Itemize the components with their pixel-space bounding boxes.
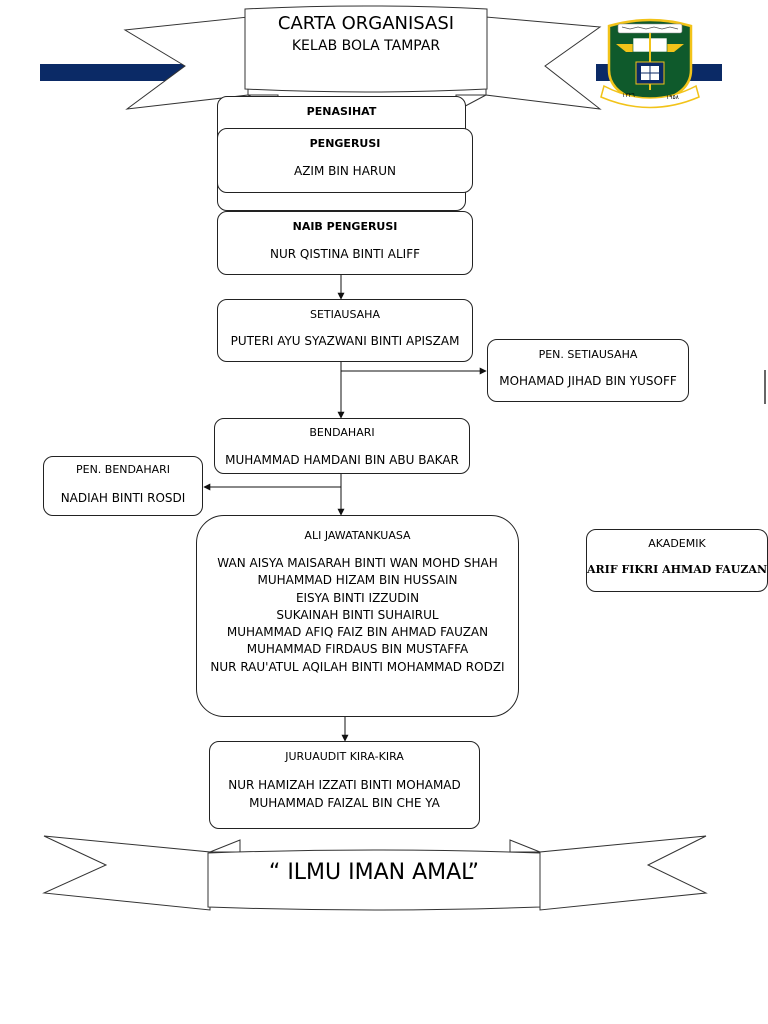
- page-title: CARTA ORGANISASI: [277, 13, 455, 34]
- juruaudit-member: MUHAMMAD FAIZAL BIN CHE YA: [249, 796, 440, 810]
- box-juruaudit: JURUAUDIT KIRA-KIRA NUR HAMIZAH IZZATI B…: [209, 741, 480, 829]
- ajk-members-list: WAN AISYA MAISARAH BINTI WAN MOHD SHAH M…: [197, 555, 518, 676]
- role-pen-setiausaha: PEN. SETIAUSAHA: [538, 348, 638, 361]
- page-subtitle: KELAB BOLA TAMPAR: [291, 38, 441, 54]
- role-setiausaha: SETIAUSAHA: [310, 308, 380, 321]
- header-stripe-left: [40, 64, 188, 81]
- footer-ribbon: [42, 835, 708, 911]
- box-pen-setiausaha: PEN. SETIAUSAHA MOHAMAD JIHAD BIN YUSOFF: [487, 339, 689, 402]
- role-naib-pengerusi: NAIB PENGERUSI: [292, 220, 398, 233]
- box-akademik: AKADEMIK ARIF FIKRI AHMAD FAUZAN: [586, 529, 768, 592]
- header-ribbon: [123, 5, 602, 112]
- box-pengerusi: PENGERUSI AZIM BIN HARUN: [217, 128, 473, 193]
- crest-banner-right: ١٩٥٨: [666, 94, 680, 101]
- ajk-member: MUHAMMAD FIRDAUS BIN MUSTAFFA: [246, 642, 469, 657]
- role-ajk: ALI JAWATANKUASA: [304, 529, 411, 542]
- role-akademik: AKADEMIK: [648, 537, 706, 550]
- box-setiausaha: SETIAUSAHA PUTERI AYU SYAZWANI BINTI API…: [217, 299, 473, 362]
- role-pengerusi: PENGERUSI: [309, 137, 381, 150]
- name-setiausaha: PUTERI AYU SYAZWANI BINTI APISZAM: [230, 334, 460, 348]
- role-penasihat: PENASIHAT: [306, 105, 377, 118]
- role-juruaudit: JURUAUDIT KIRA-KIRA: [285, 750, 404, 763]
- school-crest-icon: [600, 18, 700, 109]
- name-pen-bendahari: NADIAH BINTI ROSDI: [60, 491, 186, 505]
- box-naib-pengerusi: NAIB PENGERUSI NUR QISTINA BINTI ALIFF: [217, 211, 473, 275]
- role-bendahari: BENDAHARI: [309, 426, 375, 439]
- box-pen-bendahari: PEN. BENDAHARI NADIAH BINTI ROSDI: [43, 456, 203, 516]
- role-pen-bendahari: PEN. BENDAHARI: [75, 463, 170, 476]
- box-ajk: ALI JAWATANKUASA WAN AISYA MAISARAH BINT…: [196, 515, 519, 717]
- crest-banner-left: ١٣٢٦: [622, 92, 635, 99]
- ajk-member: EISYA BINTI IZZUDIN: [295, 590, 420, 605]
- name-akademik: ARIF FIKRI AHMAD FAUZAN: [587, 563, 768, 576]
- juruaudit-member: NUR HAMIZAH IZZATI BINTI MOHAMAD: [228, 778, 461, 792]
- name-pengerusi: AZIM BIN HARUN: [293, 164, 397, 178]
- juruaudit-members-list: NUR HAMIZAH IZZATI BINTI MOHAMAD MUHAMMA…: [210, 776, 479, 812]
- box-bendahari: BENDAHARI MUHAMMAD HAMDANI BIN ABU BAKAR: [214, 418, 470, 474]
- name-naib-pengerusi: NUR QISTINA BINTI ALIFF: [269, 247, 421, 261]
- ajk-member: NUR RAU'ATUL AQILAH BINTI MOHAMMAD RODZI: [210, 659, 505, 674]
- ajk-member: MUHAMMAD AFIQ FAIZ BIN AHMAD FAUZAN: [226, 625, 489, 640]
- ajk-member: MUHAMMAD HIZAM BIN HUSSAIN: [257, 573, 458, 588]
- ajk-member: WAN AISYA MAISARAH BINTI WAN MOHD SHAH: [217, 556, 498, 570]
- name-bendahari: MUHAMMAD HAMDANI BIN ABU BAKAR: [225, 453, 459, 467]
- motto-text: “ ILMU IMAN AMAL”: [268, 860, 480, 885]
- name-pen-setiausaha: MOHAMAD JIHAD BIN YUSOFF: [499, 374, 677, 388]
- ajk-member: SUKAINAH BINTI SUHAIRUL: [276, 607, 439, 622]
